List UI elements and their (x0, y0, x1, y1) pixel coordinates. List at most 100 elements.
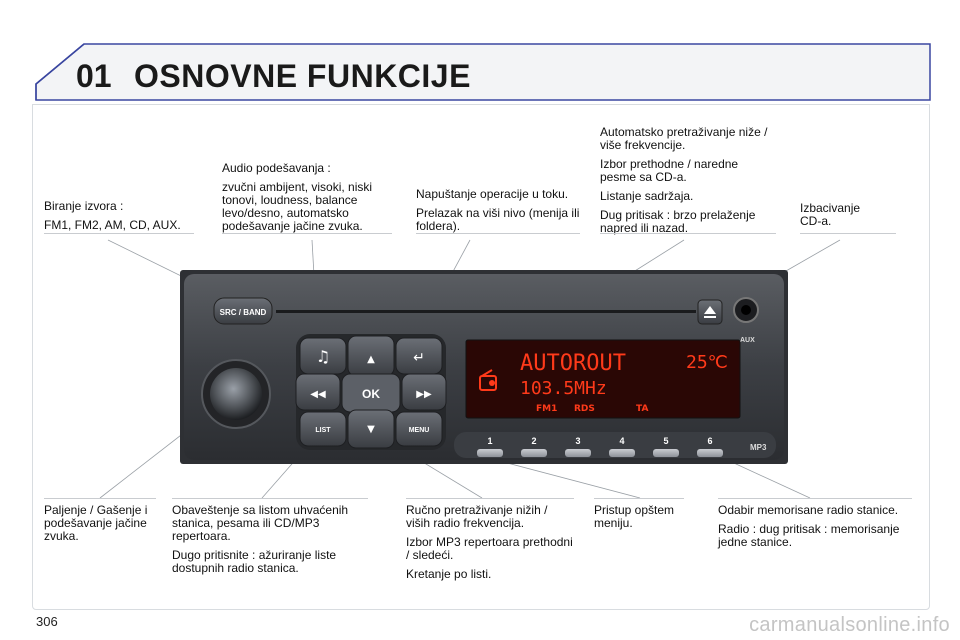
audio-settings-button[interactable]: ♫ (299, 337, 347, 375)
preset-button-3[interactable]: 3 (565, 436, 591, 457)
callout-text: Izbor MP3 repertoara prethodni / sledeći… (406, 535, 573, 562)
menu-label: MENU (409, 427, 430, 434)
preset-number: 3 (575, 436, 580, 446)
preset-key[interactable] (521, 449, 547, 457)
rewind-icon: ◀◀ (310, 389, 326, 400)
page-number: 306 (36, 614, 58, 629)
callout-back: Napuštanje operacije u toku. Prelazak na… (416, 188, 582, 239)
down-arrow-icon: ▼ (367, 424, 375, 435)
seek-back-button[interactable]: ◀◀ (295, 373, 341, 411)
callout-separator (172, 498, 368, 499)
chapter-header-graphic (35, 43, 931, 101)
src-band-label: SRC / BAND (220, 308, 267, 317)
callout-text: Pristup opštem meniju. (594, 503, 675, 530)
watermark: carmanualsonline.info (749, 614, 950, 636)
up-arrow-icon: ▲ (367, 354, 375, 365)
callout-separator (594, 498, 684, 499)
lcd-temperature: 25℃ (686, 352, 728, 373)
callout-seek: Automatsko pretraživanje niže / više fre… (600, 126, 776, 241)
car-radio-unit: SRC / BAND AUX ♫ ↵ ◀◀ ▶▶ LIST MENU (180, 270, 788, 464)
lcd-ta: TA (636, 404, 648, 414)
callout-text: Dug pritisak : brzo prelaženje napred il… (600, 208, 756, 235)
menu-button[interactable]: MENU (395, 411, 443, 447)
callout-text: Dugo pritisnite : ažuriranje liste dostu… (172, 548, 337, 575)
mp3-label: MP3 (750, 443, 767, 452)
callout-separator (416, 233, 580, 234)
callout-text: Audio podešavanja : (222, 161, 331, 175)
cd-slot (276, 310, 696, 313)
callout-separator (44, 233, 194, 234)
direction-pad: ▲ OK ▼ (341, 335, 401, 449)
callout-text: Odabir memorisane radio stanice. (718, 503, 899, 517)
preset-key[interactable] (653, 449, 679, 457)
callout-separator (600, 233, 776, 234)
callout-text: Napuštanje operacije u toku. (416, 187, 569, 201)
back-button[interactable]: ↵ (395, 337, 443, 375)
volume-knob[interactable] (201, 359, 271, 429)
callout-src-band: Biranje izvora : FM1, FM2, AM, CD, AUX. (44, 200, 194, 238)
chapter-number: 01 (76, 58, 112, 94)
callout-audio: Audio podešavanja : zvučni ambijent, vis… (222, 162, 382, 239)
callout-separator (44, 498, 156, 499)
eject-button[interactable] (697, 299, 723, 325)
down-button[interactable] (347, 409, 395, 449)
callout-text: Ručno pretraživanje nižih / viših radio … (406, 503, 548, 530)
preset-button-6[interactable]: 6 (697, 436, 723, 457)
music-note-icon: ♫ (316, 347, 330, 366)
seek-forward-button[interactable]: ▶▶ (401, 373, 447, 411)
callout-text: Obaveštenje sa listom uhvaćenih stanica,… (172, 503, 349, 543)
preset-number: 2 (531, 436, 536, 446)
callout-text: zvučni ambijent, visoki, niski tonovi, l… (222, 180, 373, 233)
callout-power: Paljenje / Gašenje i podešavanje jačine … (44, 504, 158, 549)
callout-separator (406, 498, 574, 499)
preset-number: 4 (619, 436, 624, 446)
callout-separator (222, 233, 392, 234)
src-band-button[interactable]: SRC / BAND (213, 297, 273, 325)
callout-manual: Ručno pretraživanje nižih / viših radio … (406, 504, 574, 587)
chapter-title: OSNOVNE FUNKCIJE (134, 58, 471, 94)
callout-text: Izbor prethodne / naredne pesme sa CD-a. (600, 157, 739, 184)
content-frame (32, 104, 930, 610)
list-label: LIST (315, 427, 331, 434)
callout-list: Obaveštenje sa listom uhvaćenih stanica,… (172, 504, 368, 581)
callout-separator (718, 498, 912, 499)
lcd-display (465, 339, 741, 419)
callout-text: Paljenje / Gašenje i podešavanje jačine … (44, 503, 148, 543)
callout-text: Biranje izvora : (44, 199, 124, 213)
aux-label: AUX (740, 337, 755, 344)
eject-icon (704, 306, 716, 318)
callout-eject: Izbacivanje CD-a. (800, 202, 880, 234)
callout-menu: Pristup opštem meniju. (594, 504, 688, 536)
preset-key[interactable] (565, 449, 591, 457)
callout-presets: Odabir memorisane radio stanice. Radio :… (718, 504, 914, 555)
preset-button-1[interactable]: 1 (477, 436, 503, 457)
aux-jack[interactable] (733, 297, 759, 323)
preset-key[interactable] (609, 449, 635, 457)
callout-text: Izbacivanje CD-a. (800, 201, 861, 228)
preset-key[interactable] (697, 449, 723, 457)
return-arrow-icon: ↵ (413, 350, 425, 366)
lcd-station-text: AUTOROUT (520, 351, 626, 376)
fast-forward-icon: ▶▶ (416, 389, 432, 400)
ok-label: OK (362, 387, 380, 401)
preset-number: 6 (707, 436, 712, 446)
callout-text: Kretanje po listi. (406, 567, 492, 581)
preset-button-4[interactable]: 4 (609, 436, 635, 457)
lcd-band: FM1 (536, 404, 557, 414)
lcd-frequency: 103.5MHz (520, 378, 607, 399)
callout-text: Automatsko pretraživanje niže / više fre… (600, 125, 768, 152)
list-button[interactable]: LIST (299, 411, 347, 447)
preset-button-2[interactable]: 2 (521, 436, 547, 457)
preset-button-5[interactable]: 5 (653, 436, 679, 457)
lcd-rds: RDS (574, 404, 595, 414)
callout-text: Radio : dug pritisak : memorisanje jedne… (718, 522, 900, 549)
preset-key[interactable] (477, 449, 503, 457)
callout-separator (800, 233, 896, 234)
callout-text: Listanje sadržaja. (600, 189, 694, 203)
callout-text: Prelazak na viši nivo (menija ili folder… (416, 206, 580, 233)
preset-number: 1 (487, 436, 492, 446)
preset-buttons: 1 2 3 4 5 6 (477, 436, 723, 457)
radio-mode-icon (479, 369, 497, 391)
preset-number: 5 (663, 436, 668, 446)
callout-text: FM1, FM2, AM, CD, AUX. (44, 218, 181, 232)
